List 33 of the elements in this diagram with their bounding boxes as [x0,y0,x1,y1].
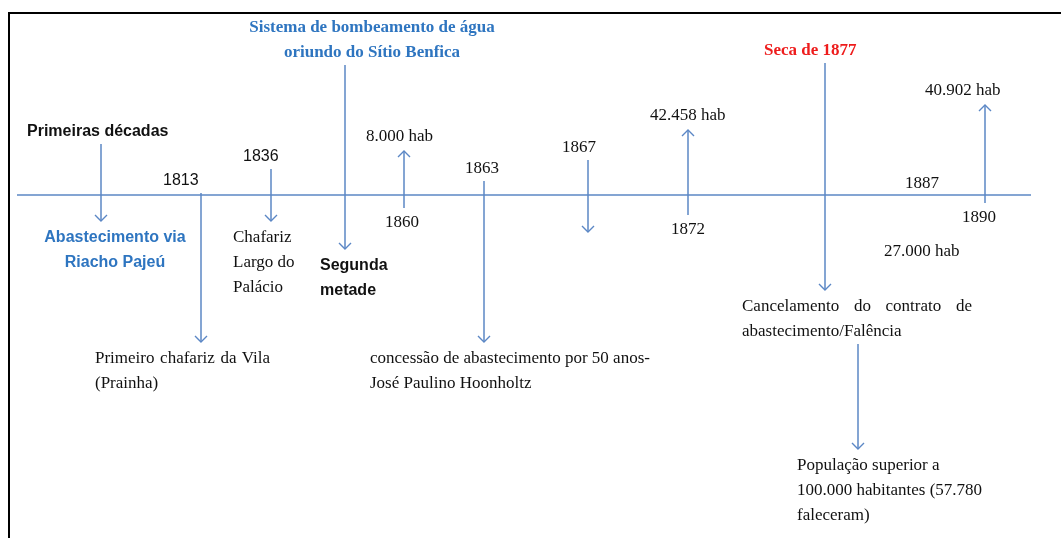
year-label: 1887 [905,172,940,194]
arrow [818,62,832,291]
event-description: População superior a 100.000 habitantes (57.780 faleceram) [797,452,987,527]
year-label: 1863 [465,155,510,180]
arrow [194,192,208,343]
year-label: 1872 [671,216,711,241]
year-label: 1867 [562,134,607,159]
arrow [264,168,278,222]
period-label: Segunda metade [320,252,400,302]
year-label: 1813 [163,167,208,192]
population-label: 27.000 hab [884,240,961,262]
event-description: concessão de abastecimento por 50 anos- José Paulino Hoonholtz [370,345,670,395]
arrow [477,180,491,343]
arrow [94,143,108,222]
arrow [397,150,411,209]
event-description: Primeiro chafariz da Vila (Prainha) [95,345,270,395]
event-heading: Sistema de bombeamento de água oriundo do Sítio Benfica [232,14,512,64]
event-label: Abastecimento via Riacho Pajeú [30,224,200,274]
year-label: 1836 [243,143,288,168]
arrow [978,104,992,204]
population-label: 42.458 hab [650,102,745,127]
event-description: Cancelamento do contrato de abastecimento/Falência [742,293,972,343]
arrow [338,64,352,250]
population-label: 8.000 hab [366,123,446,148]
event-label: Chafariz Largo do Palácio [233,224,308,299]
arrow [851,343,865,450]
year-label: 1890 [962,204,1002,229]
population-label: 40.902 hab [925,77,1025,102]
period-label: Primeiras décadas [27,118,187,143]
event-heading: Seca de 1877 [764,37,889,62]
arrow [681,129,695,216]
year-label: 1860 [385,209,425,234]
arrow [581,159,595,233]
